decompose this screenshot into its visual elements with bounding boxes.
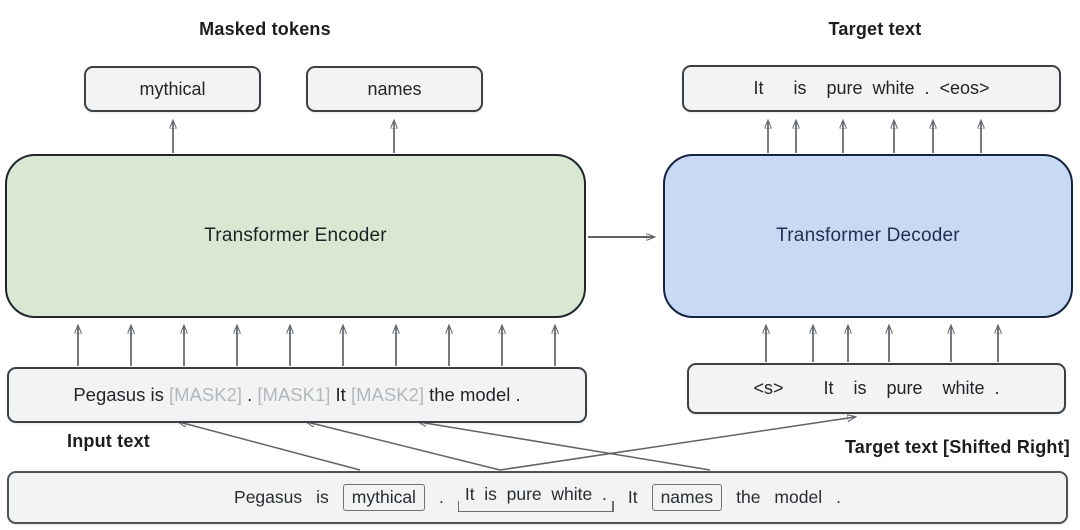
token: It is pure white . bbox=[457, 484, 614, 512]
target-output-box: It is pure white . <eos> bbox=[682, 65, 1061, 112]
decoder-input-box: <s> It is pure white . bbox=[687, 363, 1066, 414]
transformer-decoder-block: Transformer Decoder bbox=[663, 154, 1073, 318]
decoder-input-arrows bbox=[766, 326, 998, 362]
decoder-input-text: <s> It is pure white . bbox=[753, 378, 1000, 398]
token: mythical bbox=[342, 484, 425, 511]
mask-token: [MASK2] bbox=[168, 384, 242, 405]
masked-tokens-label: Masked tokens bbox=[199, 19, 331, 39]
masked-token-box-mythical: mythical bbox=[84, 66, 261, 112]
token: the bbox=[736, 487, 761, 507]
token: the model . bbox=[423, 384, 521, 405]
token: It bbox=[627, 487, 638, 507]
encoder-input-arrows bbox=[78, 326, 555, 366]
input-text-label: Input text bbox=[67, 431, 150, 451]
masked-token-box-names: names bbox=[306, 66, 483, 112]
target-text-shifted-label: Target text [Shifted Right] bbox=[844, 437, 1070, 457]
mask-token: [MASK2] bbox=[350, 384, 424, 405]
token: Pegasus is bbox=[73, 384, 169, 405]
token: names bbox=[651, 484, 723, 511]
decoder-output-arrows bbox=[768, 121, 981, 153]
masked-token-text: names bbox=[367, 78, 422, 99]
encoder-output-arrows bbox=[173, 121, 394, 153]
mask-token: [MASK1] bbox=[257, 384, 331, 405]
target-output-text: It is pure white . <eos> bbox=[753, 78, 990, 98]
encoder-input-text: Pegasus is [MASK2] . [MASK1] It [MASK2] … bbox=[73, 384, 520, 406]
token: is bbox=[316, 487, 329, 507]
token: model bbox=[774, 487, 823, 507]
token: It bbox=[330, 384, 351, 405]
encoder-input-box: Pegasus is [MASK2] . [MASK1] It [MASK2] … bbox=[7, 367, 587, 423]
encoder-label: Transformer Encoder bbox=[204, 225, 387, 246]
token: . bbox=[438, 487, 444, 507]
transformer-encoder-block: Transformer Encoder bbox=[5, 154, 586, 318]
source-mapping-lines bbox=[179, 417, 855, 471]
token: Pegasus bbox=[234, 487, 303, 507]
target-text-label: Target text bbox=[828, 19, 922, 39]
decoder-label: Transformer Decoder bbox=[776, 225, 960, 246]
token: . bbox=[241, 384, 258, 405]
token: . bbox=[836, 487, 841, 507]
masked-token-text: mythical bbox=[139, 78, 206, 99]
